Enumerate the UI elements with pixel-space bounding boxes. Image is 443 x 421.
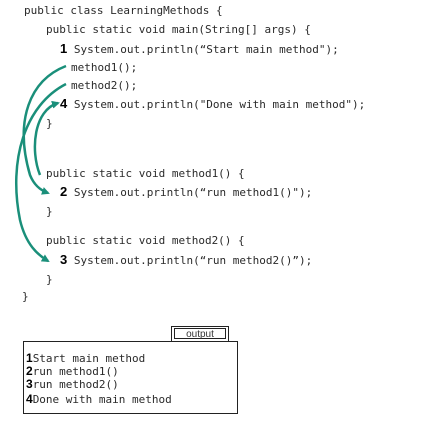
step-number-2: 2 (60, 184, 68, 199)
output-tab-label: output (174, 328, 226, 340)
output-number: 3 (26, 377, 33, 391)
output-text: Done with main method (32, 393, 172, 406)
output-tab: output (171, 326, 229, 342)
code-method1-close-brace: } (46, 205, 53, 218)
code-text: System.out.println(“Start main method"); (73, 43, 339, 56)
output-line-1: 1Start main method (26, 351, 145, 365)
output-number: 2 (26, 364, 33, 378)
code-main-print-start: 1 System.out.println(“Start main method"… (60, 41, 339, 56)
arrow-call-to-method1 (22, 64, 67, 195)
output-line-2: 2run method1() (26, 364, 119, 378)
code-method2-declaration: public static void method2() { (46, 234, 245, 247)
output-number: 4 (26, 392, 33, 406)
step-number-3: 3 (60, 252, 68, 267)
output-line-3: 3run method2() (26, 377, 119, 391)
output-panel (23, 341, 238, 414)
code-class-declaration: public class LearningMethods { (24, 4, 223, 17)
code-text: System.out.println(“run method2()”); (73, 254, 313, 267)
code-method1-print: 2 System.out.println(“run method1()"); (60, 184, 313, 199)
output-text: run method1() (32, 365, 119, 378)
code-call-method1: method1(); (71, 61, 138, 74)
step-number-1: 1 (60, 41, 68, 56)
code-method2-print: 3 System.out.println(“run method2()”); (60, 252, 313, 267)
code-text: System.out.println("Done with main metho… (73, 98, 366, 111)
code-main-close-brace: } (46, 117, 53, 130)
arrow-call-to-method2 (15, 82, 67, 263)
output-number: 1 (26, 351, 33, 365)
code-main-declaration: public static void main(String[] args) { (46, 23, 311, 36)
code-method1-declaration: public static void method1() { (46, 167, 245, 180)
output-text: Start main method (32, 352, 146, 365)
output-text: run method2() (32, 378, 119, 391)
arrow-return-from-method1 (33, 100, 60, 176)
step-number-4: 4 (60, 96, 68, 111)
output-line-4: 4Done with main method (26, 392, 172, 406)
code-call-method2: method2(); (71, 79, 138, 92)
code-class-close-brace: } (22, 290, 29, 303)
code-text: System.out.println(“run method1()"); (73, 186, 313, 199)
code-method2-close-brace: } (46, 273, 53, 286)
code-main-print-done: 4 System.out.println("Done with main met… (60, 96, 366, 111)
